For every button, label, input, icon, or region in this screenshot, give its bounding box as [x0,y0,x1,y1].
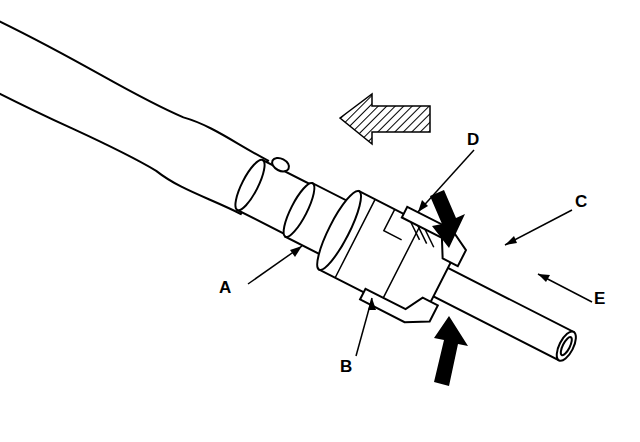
callout-letter: B [340,358,352,375]
ferrule-knob [270,155,291,174]
leader-line [538,274,592,302]
pipe-bore [559,336,574,357]
squeeze-arrow-lower [434,316,468,386]
leader-arrowhead [538,274,550,282]
leader-arrowhead [505,236,517,245]
retainer-tab-lower [360,273,438,332]
leader-arrowhead [290,246,302,257]
ferrule-edge [230,156,270,213]
squeeze-arrow-upper [430,190,465,248]
callout-letter: A [219,279,231,296]
leader-line [418,150,474,212]
leader-arrowhead [368,298,376,310]
retainer-tab-upper [394,207,472,266]
push-direction-arrow [340,94,430,144]
leader-line [248,246,302,284]
collar-edge [278,180,319,241]
pipe-end [553,329,580,364]
retainer-clip [384,209,441,254]
leader-arrowhead [418,200,428,212]
callout-letter: C [575,193,587,210]
leader-line [505,210,572,245]
hose [0,20,269,217]
callout-letter: E [594,290,605,307]
callout-letter: D [467,131,479,148]
